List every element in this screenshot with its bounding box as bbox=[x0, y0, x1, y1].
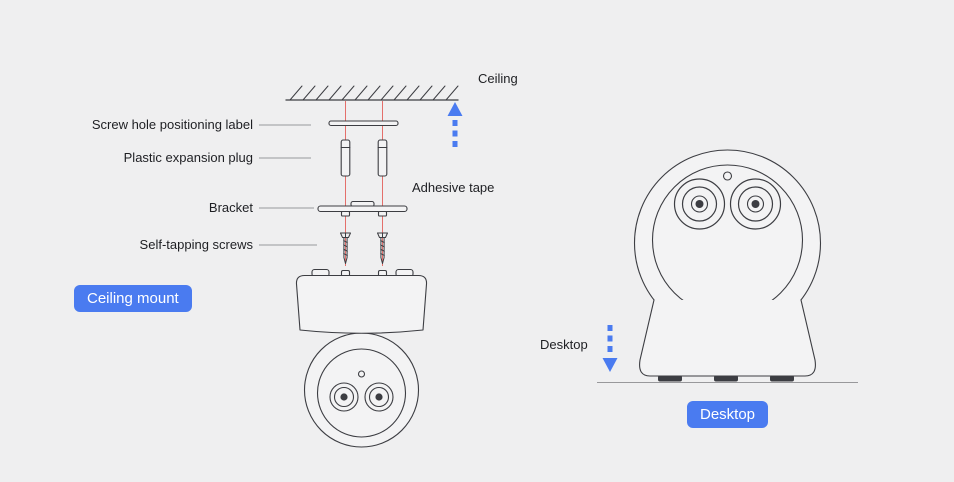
screw-icon bbox=[340, 232, 351, 264]
camera-lens-icon bbox=[364, 382, 394, 412]
desktop-badge: Desktop bbox=[687, 401, 769, 428]
camera-lens-icon bbox=[729, 178, 782, 230]
desktop-direction-label: Desktop bbox=[540, 337, 588, 352]
self-tapping-screw-part bbox=[340, 232, 388, 264]
positioning-label-part bbox=[328, 120, 399, 127]
bracket-label: Bracket bbox=[208, 200, 253, 215]
expansion-plug-part bbox=[340, 139, 388, 177]
adhesive-tape-label: Adhesive tape bbox=[412, 180, 495, 195]
leader-lines bbox=[259, 124, 317, 246]
screw-icon bbox=[377, 232, 388, 264]
ceiling-label: Ceiling bbox=[478, 71, 518, 86]
desktop-camera-illustration bbox=[633, 149, 822, 382]
screw-hole-positioning-label: Screw hole positioning label bbox=[91, 117, 253, 132]
bracket-part bbox=[317, 200, 408, 217]
ceiling-surface bbox=[285, 85, 459, 101]
ceiling-camera-illustration bbox=[295, 268, 428, 448]
camera-lens-icon bbox=[329, 382, 359, 412]
camera-lens-icon bbox=[673, 178, 726, 230]
alignment-guide-lines bbox=[345, 101, 383, 266]
up-arrow-icon bbox=[447, 102, 463, 149]
down-arrow-icon bbox=[602, 325, 618, 372]
plastic-expansion-plug-label: Plastic expansion plug bbox=[123, 150, 253, 165]
ceiling-mount-badge: Ceiling mount bbox=[74, 285, 192, 312]
self-tapping-screws-label: Self-tapping screws bbox=[139, 237, 253, 252]
